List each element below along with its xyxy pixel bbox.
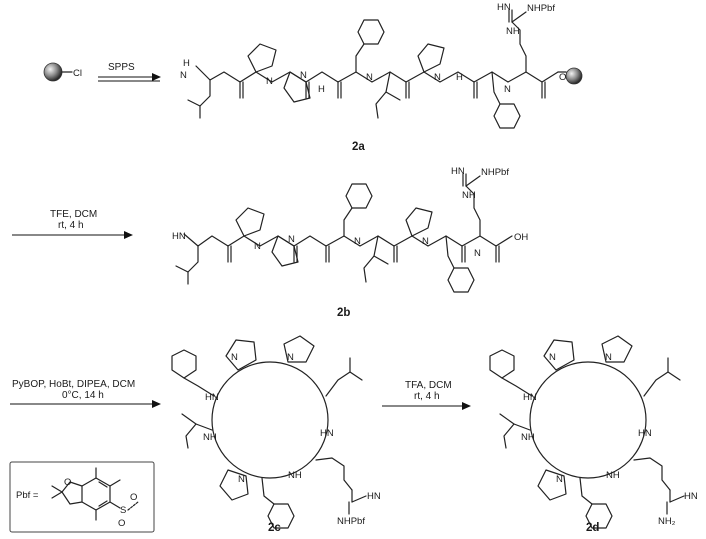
compound-2a-label: 2a <box>352 141 365 153</box>
2c-nh-label-3: NH <box>203 432 217 443</box>
step2-line2: rt, 4 h <box>58 220 84 231</box>
2d-guanidine-hn-label: HN <box>684 491 698 502</box>
structure-2a <box>187 9 583 129</box>
2d-nh-label-2: HN <box>638 428 652 439</box>
2b-pro2-n-label: N <box>288 234 295 245</box>
2b-guanidine-hn-label: HN <box>451 166 465 177</box>
structure-2c <box>171 335 367 529</box>
step4-line1: TFA, DCM <box>405 380 452 391</box>
2c-nhpbf-label: NHPbf <box>337 516 365 527</box>
chloride-label: Cl <box>73 68 82 79</box>
2b-guanidine-nh-label: NH <box>462 190 476 201</box>
2c-nh-label-1: HN <box>205 392 219 403</box>
2a-phe2-n-label: H <box>456 72 463 83</box>
compound-2c-label: 2c <box>268 522 281 534</box>
2a-pro2-n-label: N <box>300 70 307 81</box>
2a-guanidine-nh-label: NH <box>506 26 520 37</box>
compound-2d-label: 2d <box>586 522 599 534</box>
2a-nhpbf-label: NHPbf <box>527 3 555 14</box>
2b-oh-label: OH <box>514 232 528 243</box>
step2-line1: TFE, DCM <box>50 209 97 220</box>
step3-line2: 0°C, 14 h <box>62 390 104 401</box>
compound-2b-label: 2b <box>337 307 350 319</box>
2a-guanidine-hn-label: HN <box>497 2 511 13</box>
2d-pro-n-label-1: N <box>549 352 556 363</box>
pbf-legend <box>9 461 155 533</box>
2a-n-terminus-label: N <box>180 70 187 81</box>
2a-pro3-n-label: N <box>434 72 441 83</box>
2c-pro-n-label-1: N <box>231 352 238 363</box>
pbf-s-label: S <box>120 505 126 516</box>
pbf-o-label-3: O <box>118 518 125 529</box>
step3-line1: PyBOP, HoBt, DIPEA, DCM <box>12 379 135 390</box>
2d-nh-label-1: HN <box>523 392 537 403</box>
pbf-equals-label: Pbf = <box>16 490 39 501</box>
step1-reagent: SPPS <box>108 62 135 73</box>
pbf-o-label: O <box>64 477 71 488</box>
2a-ester-o-label: O <box>559 72 566 83</box>
2a-phe-nh-label: H <box>318 84 325 95</box>
2c-nh-label-2: HN <box>320 428 334 439</box>
2c-pro-n-label-2: N <box>287 352 294 363</box>
2d-pro-n-label-2: N <box>605 352 612 363</box>
2b-hn-label: HN <box>172 231 186 242</box>
2b-arg-n-label: N <box>474 248 481 259</box>
structure-2b <box>175 173 513 293</box>
2d-nh2-label: NH₂ <box>658 516 676 527</box>
2a-ile-n-label: N <box>366 72 373 83</box>
2b-pro1-n-label: N <box>254 241 261 252</box>
2b-pro3-n-label: N <box>422 236 429 247</box>
structure-2d <box>489 335 685 529</box>
2a-h-label: H <box>183 58 190 69</box>
2d-pro-n-label-3: N <box>556 474 563 485</box>
arrow-spps <box>98 73 161 82</box>
resin-bead-start: Cl <box>43 62 82 82</box>
2a-arg-n-label: N <box>504 84 511 95</box>
2c-guanidine-hn-label: HN <box>367 491 381 502</box>
2c-pro-n-label-3: N <box>238 474 245 485</box>
2a-pro1-n-label: N <box>266 76 273 87</box>
2d-nh-label-4: NH <box>606 470 620 481</box>
2c-nh-label-4: NH <box>288 470 302 481</box>
pbf-o-label-2: O <box>130 492 137 503</box>
step4-line2: rt, 4 h <box>414 391 440 402</box>
2b-ile-n-label: N <box>354 236 361 247</box>
2d-nh-label-3: NH <box>521 432 535 443</box>
2b-nhpbf-label: NHPbf <box>481 167 509 178</box>
